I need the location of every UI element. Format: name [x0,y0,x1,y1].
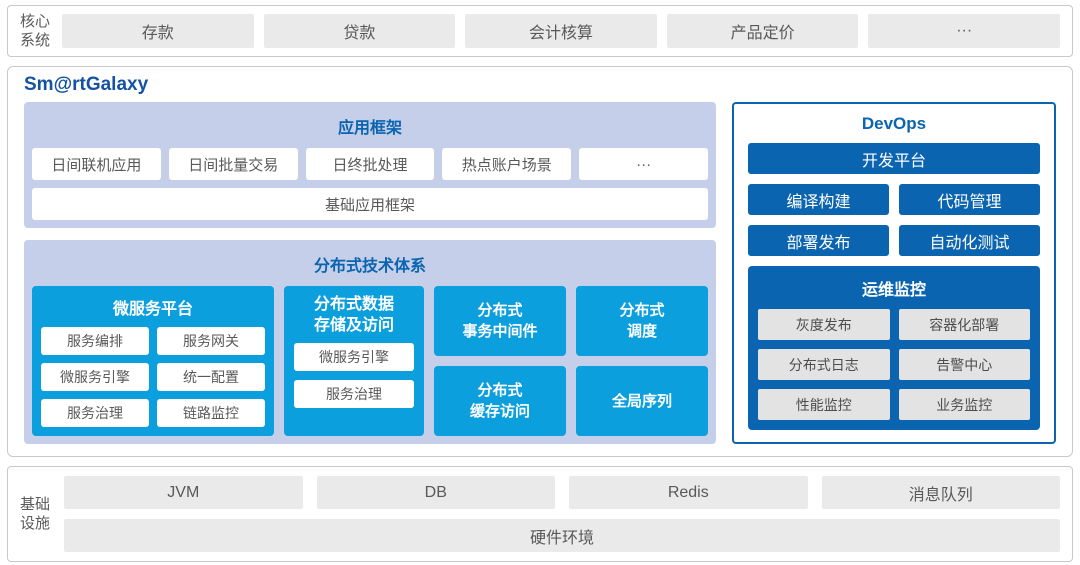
infrastructure-label-line1: 基础 [20,495,51,513]
microservice-item: 微服务引擎 [41,363,149,391]
distributed-cache-block: 分布式 缓存访问 [434,366,566,436]
platform-left-column: 应用框架 日间联机应用日间批量交易日终批处理热点账户场景··· 基础应用框架 分… [24,102,716,444]
core-system-band: 核心 系统 存款贷款会计核算产品定价 ··· [7,5,1073,57]
core-system-label-line1: 核心 [20,12,51,30]
devops-panel: DevOps 开发平台 编译构建代码管理部署发布自动化测试 运维监控 灰度发布容… [732,102,1056,444]
devops-title: DevOps [861,114,927,133]
distributed-storage-title: 分布式数据 存储及访问 [313,296,394,334]
infrastructure-item: JVM [64,476,303,509]
devops-tool: 部署发布 [748,225,889,256]
ops-monitoring-section: 运维监控 灰度发布容器化部署分布式日志告警中心性能监控业务监控 [748,266,1040,430]
microservice-item: 服务网关 [157,327,265,355]
microservice-platform: 微服务平台 服务编排服务网关微服务引擎统一配置服务治理链路监控 [32,286,274,436]
infrastructure-items: JVM DB Redis 消息队列 [64,476,1061,509]
core-system-item: 产品定价 [666,14,859,48]
distributed-column-3: 分布式 事务中间件 分布式 缓存访问 [434,286,566,436]
core-system-item: ··· [868,14,1060,48]
ops-monitoring-item: 性能监控 [758,389,890,420]
app-framework-items: 日间联机应用日间批量交易日终批处理热点账户场景··· [32,148,708,180]
core-system-item: 贷款 [263,14,456,48]
core-system-label: 核心 系统 [20,12,50,51]
distributed-column-4: 分布式 调度 全局序列 [576,286,708,436]
microservice-item: 服务治理 [41,399,149,427]
microservice-items: 服务编排服务网关微服务引擎统一配置服务治理链路监控 [41,327,265,427]
devops-tool: 代码管理 [899,184,1040,215]
infrastructure-item: DB [316,476,556,509]
infrastructure-content: JVM DB Redis 消息队列 硬件环境 [64,476,1061,552]
microservice-item: 链路监控 [157,399,265,427]
app-framework-item: 日终批处理 [305,148,435,180]
core-system-item: 会计核算 [465,14,657,48]
ops-monitoring-item: 告警中心 [898,349,1030,380]
distributed-storage: 分布式数据 存储及访问 微服务引擎服务治理 [284,286,424,436]
distributed-transaction-block: 分布式 事务中间件 [434,286,566,356]
distributed-storage-item: 服务治理 [294,379,414,408]
app-framework-title: 应用框架 [337,120,402,137]
app-framework-item: 日间批量交易 [168,148,298,180]
microservice-item: 服务编排 [41,327,149,355]
ops-monitoring-title: 运维监控 [861,282,926,299]
dev-platform-box: 开发平台 [748,143,1040,174]
infrastructure-label-line2: 设施 [20,515,51,532]
core-system-item: 存款 [62,14,254,48]
ops-monitoring-item: 业务监控 [898,389,1030,420]
ops-monitoring-item: 容器化部署 [898,309,1030,340]
microservice-platform-title: 微服务平台 [112,301,193,318]
app-framework-section: 应用框架 日间联机应用日间批量交易日终批处理热点账户场景··· 基础应用框架 [24,102,716,228]
devops-tool: 编译构建 [748,184,889,215]
global-sequence-block: 全局序列 [576,366,708,436]
smartgalaxy-panel: Sm@rtGalaxy 应用框架 日间联机应用日间批量交易日终批处理热点账户场景… [7,66,1073,457]
distributed-storage-item: 微服务引擎 [294,342,414,371]
ops-monitoring-items: 灰度发布容器化部署分布式日志告警中心性能监控业务监控 [758,309,1030,420]
infrastructure-label: 基础 设施 [20,495,50,534]
infrastructure-item: 消息队列 [821,476,1061,509]
microservice-item: 统一配置 [157,363,265,391]
core-system-items: 存款贷款会计核算产品定价 ··· [62,14,1060,48]
core-system-label-line2: 系统 [20,32,51,49]
app-framework-item: 热点账户场景 [442,148,572,180]
distributed-scheduling-block: 分布式 调度 [576,286,708,356]
distributed-title: 分布式技术体系 [313,258,426,275]
ops-monitoring-item: 分布式日志 [758,349,890,380]
distributed-storage-items: 微服务引擎服务治理 [294,342,414,427]
app-framework-item: ··· [579,148,708,180]
platform-title: Sm@rtGalaxy [24,74,149,95]
devops-tool: 自动化测试 [899,225,1040,256]
hardware-environment-box: 硬件环境 [64,519,1060,552]
platform-body: 应用框架 日间联机应用日间批量交易日终批处理热点账户场景··· 基础应用框架 分… [24,102,1056,444]
base-framework-box: 基础应用框架 [32,188,708,220]
infrastructure-item: Redis [569,476,808,509]
devops-tools: 编译构建代码管理部署发布自动化测试 [748,184,1040,256]
distributed-grid: 微服务平台 服务编排服务网关微服务引擎统一配置服务治理链路监控 分布式数据 存储… [32,286,708,436]
app-framework-item: 日间联机应用 [32,148,161,180]
distributed-section: 分布式技术体系 微服务平台 服务编排服务网关微服务引擎统一配置服务治理链路监控 … [24,240,716,444]
ops-monitoring-item: 灰度发布 [758,309,890,340]
infrastructure-band: 基础 设施 JVM DB Redis 消息队列 硬件环境 [7,466,1073,562]
